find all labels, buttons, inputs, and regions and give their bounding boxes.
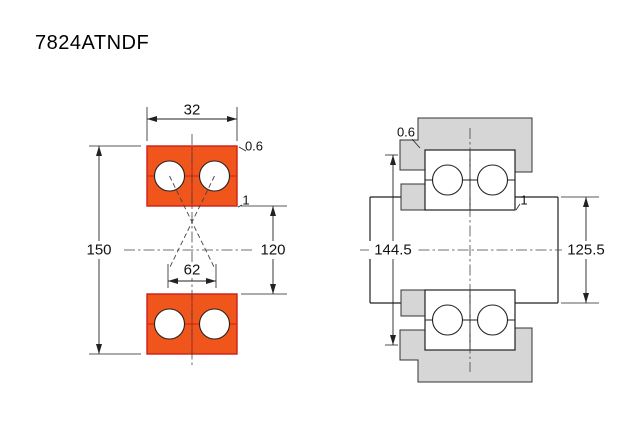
load-center-span-dimension: 62 xyxy=(167,262,217,288)
ball xyxy=(153,308,186,340)
ball xyxy=(476,304,509,336)
leader-line xyxy=(237,204,243,208)
bearing-top-row xyxy=(424,149,516,211)
spacer-ring xyxy=(400,183,426,211)
housing-abutment-dimension: 144.5 xyxy=(369,154,417,346)
shaft-abutment-dimension: 125.5 xyxy=(561,196,610,304)
shaft-fillet-label: 1 xyxy=(520,193,527,208)
mounted-view: 144.5 125.5 0.6 1 xyxy=(360,117,610,383)
label-backdrop xyxy=(255,241,292,259)
page-title: 7824ATNDF xyxy=(35,32,149,54)
leader-line xyxy=(515,203,521,211)
leader-line xyxy=(411,138,421,149)
bore-diameter-label: 120 xyxy=(260,242,285,259)
ball xyxy=(431,304,464,336)
bore-diameter-dimension: 120 xyxy=(241,205,292,295)
bearing-bottom-row xyxy=(424,289,516,351)
front-view: 32 150 120 62 0.6 1 xyxy=(81,102,292,366)
outer-diameter-label: 150 xyxy=(86,242,111,259)
housing-fillet-label: 0.6 xyxy=(397,125,415,140)
shaft-abutment-diameter-label: 125.5 xyxy=(567,242,605,259)
ball xyxy=(198,308,231,340)
housing-abutment-diameter-label: 144.5 xyxy=(374,242,412,259)
ball xyxy=(431,164,464,196)
width-dimension: 32 xyxy=(146,102,238,141)
load-center-span-label: 62 xyxy=(184,262,201,279)
ball xyxy=(476,164,509,196)
inner-ring-chamfer-label: 1 xyxy=(242,193,249,208)
outer-diameter-dimension: 150 xyxy=(81,145,141,355)
label-backdrop xyxy=(180,263,204,278)
width-dim-label: 32 xyxy=(184,102,201,119)
label-backdrop xyxy=(562,241,610,259)
spacer-ring xyxy=(400,289,426,317)
leader-line xyxy=(238,146,247,152)
label-backdrop xyxy=(179,102,205,117)
label-backdrop xyxy=(369,241,417,259)
outer-ring-chamfer-label: 0.6 xyxy=(245,139,263,154)
label-backdrop xyxy=(81,241,118,259)
